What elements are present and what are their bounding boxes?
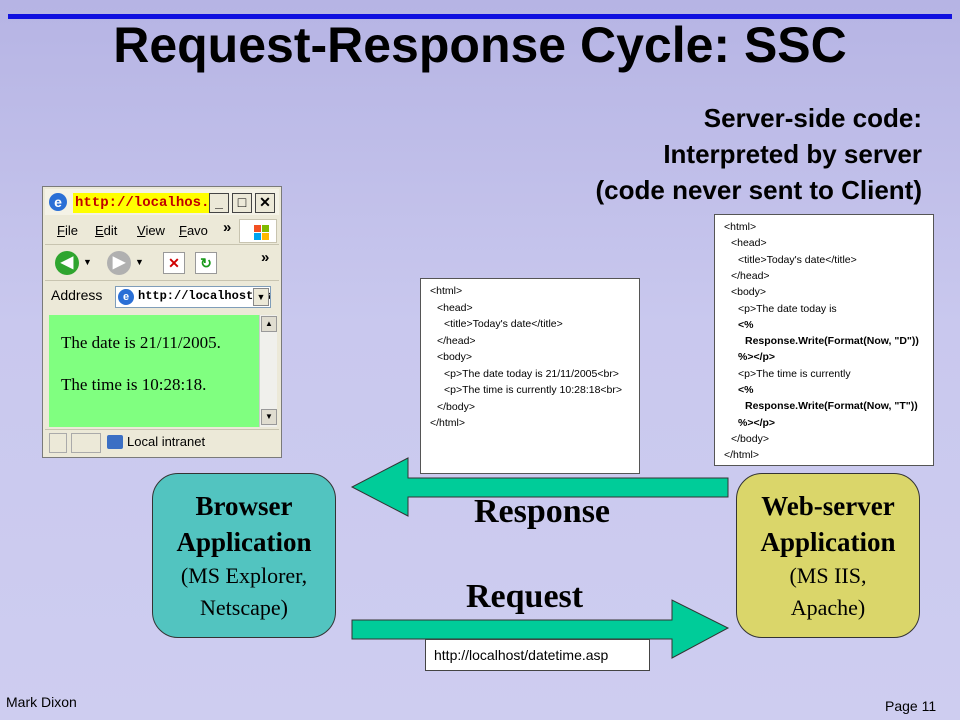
browser-app-heading-2: Application bbox=[176, 527, 312, 557]
page-content: The date is 21/11/2005. The time is 10:2… bbox=[49, 315, 259, 427]
server-code-line: </body> bbox=[731, 432, 769, 445]
menu-favorites[interactable]: Favo bbox=[179, 223, 208, 238]
footer-page: Page 11 bbox=[885, 698, 937, 714]
server-code-line: Response.Write(Format(Now, "D")) bbox=[745, 335, 919, 348]
back-dropdown-icon[interactable]: ▼ bbox=[83, 257, 92, 267]
server-code-line: </head> bbox=[731, 269, 770, 282]
response-code-line: <head> bbox=[437, 301, 473, 314]
forward-icon[interactable]: ▶ bbox=[107, 251, 131, 275]
minimize-button[interactable]: _ bbox=[209, 193, 229, 213]
response-code-line: <body> bbox=[437, 351, 473, 363]
ssc-note: Server-side code: Interpreted by server … bbox=[596, 100, 923, 208]
response-arrow bbox=[350, 457, 729, 517]
browser-app-heading-1: Browser bbox=[195, 491, 293, 521]
server-code-line: <p>The date today is bbox=[738, 302, 837, 315]
vertical-scrollbar[interactable]: ▲ ▼ bbox=[259, 315, 277, 427]
toolbar-chevron-icon[interactable]: » bbox=[261, 249, 270, 266]
menu-bar: File Edit View Favo » bbox=[45, 217, 279, 245]
refresh-icon[interactable]: ↻ bbox=[195, 252, 217, 274]
browser-app-box: Browser Application (MS Explorer, Netsca… bbox=[152, 473, 336, 638]
status-cell bbox=[71, 433, 101, 453]
browser-window: e http://localhos... _ □ ✕ File Edit Vie… bbox=[42, 186, 282, 458]
server-code-line: </html> bbox=[724, 449, 760, 462]
browser-app-sub-2: Netscape) bbox=[200, 595, 288, 620]
ssc-note-line-1: Server-side code: bbox=[703, 103, 922, 133]
response-html-box: <html> <head> <title>Today's date</title> <… bbox=[420, 278, 640, 474]
content-time: The time is 10:28:18. bbox=[61, 375, 207, 394]
content-date: The date is 21/11/2005. bbox=[61, 333, 221, 352]
request-url: http://localhost/datetime.asp bbox=[425, 639, 650, 671]
address-input[interactable]: e http://localhost/dat ▼ bbox=[115, 286, 271, 308]
back-icon[interactable]: ◀ bbox=[55, 251, 79, 275]
ie-logo-icon: e bbox=[49, 193, 67, 211]
toolbar: ◀ ▼ ▶ ▼ ✕ ↻ » bbox=[45, 247, 279, 281]
server-code-box: <html> <head> <title>Today's date</title> <… bbox=[714, 214, 934, 466]
menu-edit[interactable]: Edit bbox=[95, 223, 118, 238]
request-label: Request bbox=[466, 578, 584, 615]
server-app-box: Web-server Application (MS IIS, Apache) bbox=[736, 473, 920, 638]
browser-app-sub-1: (MS Explorer, bbox=[180, 563, 308, 588]
response-code-line: <p>The date today is 21/11/2005<br> bbox=[444, 367, 619, 380]
server-app-sub-1: (MS IIS, bbox=[789, 563, 867, 588]
slide-title: Request-Response Cycle: SSC bbox=[113, 17, 847, 73]
windows-flag-icon bbox=[239, 219, 277, 243]
server-app-heading-1: Web-server bbox=[761, 491, 895, 521]
response-code-line: </body> bbox=[437, 400, 475, 413]
intranet-icon bbox=[107, 435, 123, 449]
status-cell bbox=[49, 433, 67, 453]
response-code-line: <title>Today's date</title> bbox=[444, 318, 563, 330]
response-code-line: <p>The time is currently 10:28:18<br> bbox=[444, 384, 623, 396]
close-button[interactable]: ✕ bbox=[255, 193, 275, 213]
status-text: Local intranet bbox=[127, 434, 206, 449]
page-icon: e bbox=[118, 289, 134, 305]
footer-author: Mark Dixon bbox=[6, 694, 77, 710]
window-title: http://localhos... bbox=[73, 193, 209, 213]
response-code-line: <html> bbox=[430, 285, 463, 297]
window-title-bar: e http://localhos... _ □ ✕ bbox=[45, 189, 279, 215]
server-code-line: Response.Write(Format(Now, "T")) bbox=[745, 400, 918, 413]
server-app-sub-2: Apache) bbox=[790, 595, 866, 620]
menu-view[interactable]: View bbox=[137, 223, 165, 238]
response-code-line: </html> bbox=[430, 417, 466, 429]
menu-file[interactable]: File bbox=[57, 223, 78, 238]
server-code-line: <p>The time is currently bbox=[738, 367, 851, 380]
response-code-line: </head> bbox=[437, 334, 476, 347]
title-rule bbox=[8, 14, 952, 19]
address-dropdown-icon[interactable]: ▼ bbox=[253, 288, 269, 306]
maximize-button[interactable]: □ bbox=[232, 193, 252, 213]
ssc-note-line-3: (code never sent to Client) bbox=[595, 175, 923, 205]
address-label: Address bbox=[51, 287, 103, 303]
address-bar: Address e http://localhost/dat ▼ bbox=[45, 283, 279, 311]
stop-icon[interactable]: ✕ bbox=[163, 252, 185, 274]
server-code-line: <head> bbox=[731, 237, 767, 250]
response-label: Response bbox=[474, 493, 611, 530]
server-app-heading-2: Application bbox=[760, 527, 896, 557]
forward-dropdown-icon[interactable]: ▼ bbox=[135, 257, 144, 267]
server-code-line: %></p> bbox=[738, 351, 776, 364]
address-value: http://localhost/dat bbox=[138, 289, 271, 303]
server-code-line: <% bbox=[738, 384, 754, 396]
status-bar: Local intranet bbox=[45, 429, 279, 455]
server-code-line: %></p> bbox=[738, 416, 776, 429]
server-code-line: <title>Today's date</title> bbox=[738, 253, 857, 266]
server-code-line: <% bbox=[738, 318, 754, 331]
request-arrow bbox=[351, 599, 730, 659]
menu-chevron-icon[interactable]: » bbox=[223, 219, 232, 236]
server-code-line: <html> bbox=[724, 221, 757, 233]
ssc-note-line-2: Interpreted by server bbox=[663, 139, 922, 169]
scroll-up-icon[interactable]: ▲ bbox=[261, 316, 277, 332]
scroll-down-icon[interactable]: ▼ bbox=[261, 409, 277, 425]
server-code-line: <body> bbox=[731, 286, 767, 299]
